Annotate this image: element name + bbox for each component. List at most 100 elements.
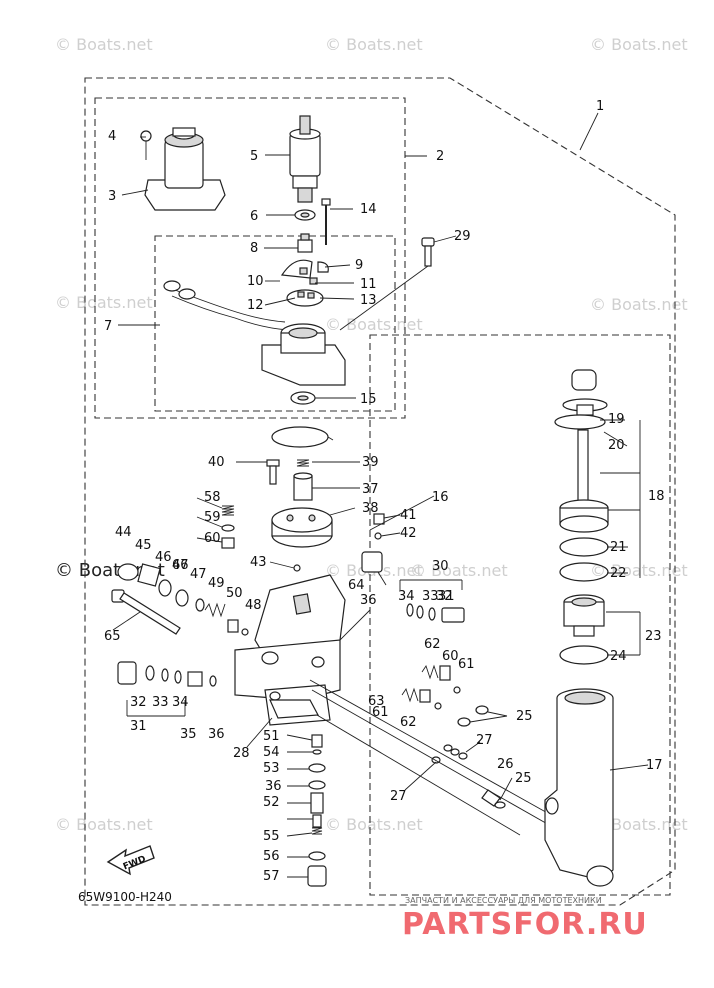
callout-39: 39 [362, 455, 379, 470]
callout-49: 49 [208, 576, 225, 591]
callout-33: 33 [152, 695, 169, 710]
callout-46: 46 [155, 550, 172, 565]
o-ring-21 [559, 537, 609, 557]
callout-22: 22 [610, 566, 627, 581]
brand-tagline: ЗАПЧАСТИ И АКСЕССУАРЫ ДЛЯ МОТОТЕХНИКИ [405, 896, 602, 905]
callout-13: 13 [360, 293, 377, 308]
o-ring-24 [559, 645, 609, 665]
screw-14 [321, 198, 331, 245]
callout-57: 57 [263, 869, 280, 884]
callout-23: 23 [645, 629, 662, 644]
watermark: © Boats.net [590, 815, 688, 834]
cylinder-17 [544, 688, 614, 887]
watermark: © Boats.net [55, 293, 153, 312]
gear-pump-38 [271, 507, 333, 548]
fwd-arrow: FWD [106, 845, 155, 876]
callout-59: 59 [204, 510, 221, 525]
callout-21: 21 [610, 540, 627, 555]
leader-lines [112, 112, 649, 878]
callout-60: 60 [442, 649, 459, 664]
assembly-1-outline [84, 77, 676, 906]
callout-32: 32 [130, 695, 147, 710]
valve-parts-44-46 [117, 563, 249, 636]
watermark: © Boats.net [325, 315, 423, 334]
callout-25: 25 [515, 771, 532, 786]
motor-base-7 [163, 280, 346, 386]
spring-39 [296, 459, 310, 467]
callout-47: 47 [190, 567, 207, 582]
callout-45: 45 [135, 538, 152, 553]
callout-34: 34 [398, 589, 415, 604]
watermark: © Boats.net [590, 561, 688, 580]
callout-2: 2 [436, 149, 444, 164]
assembly-2-outline [94, 97, 406, 419]
callout-31: 31 [130, 719, 147, 734]
callout-61: 61 [458, 657, 475, 672]
callout-30: 30 [432, 559, 449, 574]
bolt-64 [111, 589, 181, 635]
motor-housing [144, 127, 226, 211]
callout-38: 38 [362, 501, 379, 516]
callout-28: 28 [233, 746, 250, 761]
o-ring-30 [271, 426, 329, 448]
callout-36: 36 [208, 727, 225, 742]
callout-52: 52 [263, 795, 280, 810]
callout-53: 53 [263, 761, 280, 776]
cartridge-31-right [361, 551, 465, 623]
callout-58: 58 [204, 490, 221, 505]
brand-logo: PARTSFOR.RU [402, 907, 648, 942]
watermark: © Boats.net [55, 815, 153, 834]
pipes [299, 679, 561, 836]
callout-11: 11 [360, 277, 377, 292]
bolt-4 [140, 130, 152, 160]
callout-3: 3 [108, 189, 116, 204]
cap-23 [563, 594, 605, 637]
valve-parts-57-59 [221, 505, 235, 549]
callout-36: 36 [360, 593, 377, 608]
watermark: © Boats.net [590, 295, 688, 314]
callout-62: 62 [424, 637, 441, 652]
seal-15 [290, 391, 316, 405]
callout-63: 63 [368, 694, 385, 709]
callout-37: 37 [362, 482, 379, 497]
callout-51: 51 [263, 729, 280, 744]
watermark: © Boats.net [410, 561, 508, 580]
callout-27: 27 [476, 733, 493, 748]
callout-14: 14 [360, 202, 377, 217]
callout-1: 1 [596, 99, 604, 114]
sleeve-37 [293, 472, 313, 501]
watermark: © Boats.net [55, 35, 153, 54]
callout-12: 12 [247, 298, 264, 313]
armature-5 [289, 115, 321, 203]
brush-holder-8 [297, 233, 313, 253]
callout-54: 54 [263, 745, 280, 760]
diagram-code: 65W9100-H240 [78, 890, 172, 904]
callout-4: 4 [108, 129, 116, 144]
assembly-16-outline [369, 334, 671, 896]
callout-60: 60 [204, 531, 221, 546]
callout-26: 26 [497, 757, 514, 772]
callout-15: 15 [360, 392, 377, 407]
valve-parts-60-62 [401, 664, 506, 809]
assembly-motor-base-outline [154, 235, 396, 412]
callout-56: 56 [263, 849, 280, 864]
tilt-ram-18 [554, 369, 609, 533]
valve-stack-50-56 [307, 734, 327, 887]
bolt-29 [339, 237, 435, 331]
watermark-layer: © Boats.net © Boats.net © Boats.net © Boats… [55, 35, 688, 834]
callout-35: 35 [180, 727, 197, 742]
bracket-28 [269, 699, 319, 719]
callout-40: 40 [208, 455, 225, 470]
callout-42: 42 [400, 526, 417, 541]
callout-61: 61 [372, 705, 389, 720]
watermark: © Boats.net [590, 35, 688, 54]
callout-32: 32 [436, 589, 453, 604]
o-ring-22 [559, 562, 609, 582]
callout-62: 62 [400, 715, 417, 730]
washer-6 [294, 209, 316, 221]
callout-8: 8 [250, 241, 258, 256]
callout-10: 10 [247, 274, 264, 289]
callout-6: 6 [250, 209, 258, 224]
